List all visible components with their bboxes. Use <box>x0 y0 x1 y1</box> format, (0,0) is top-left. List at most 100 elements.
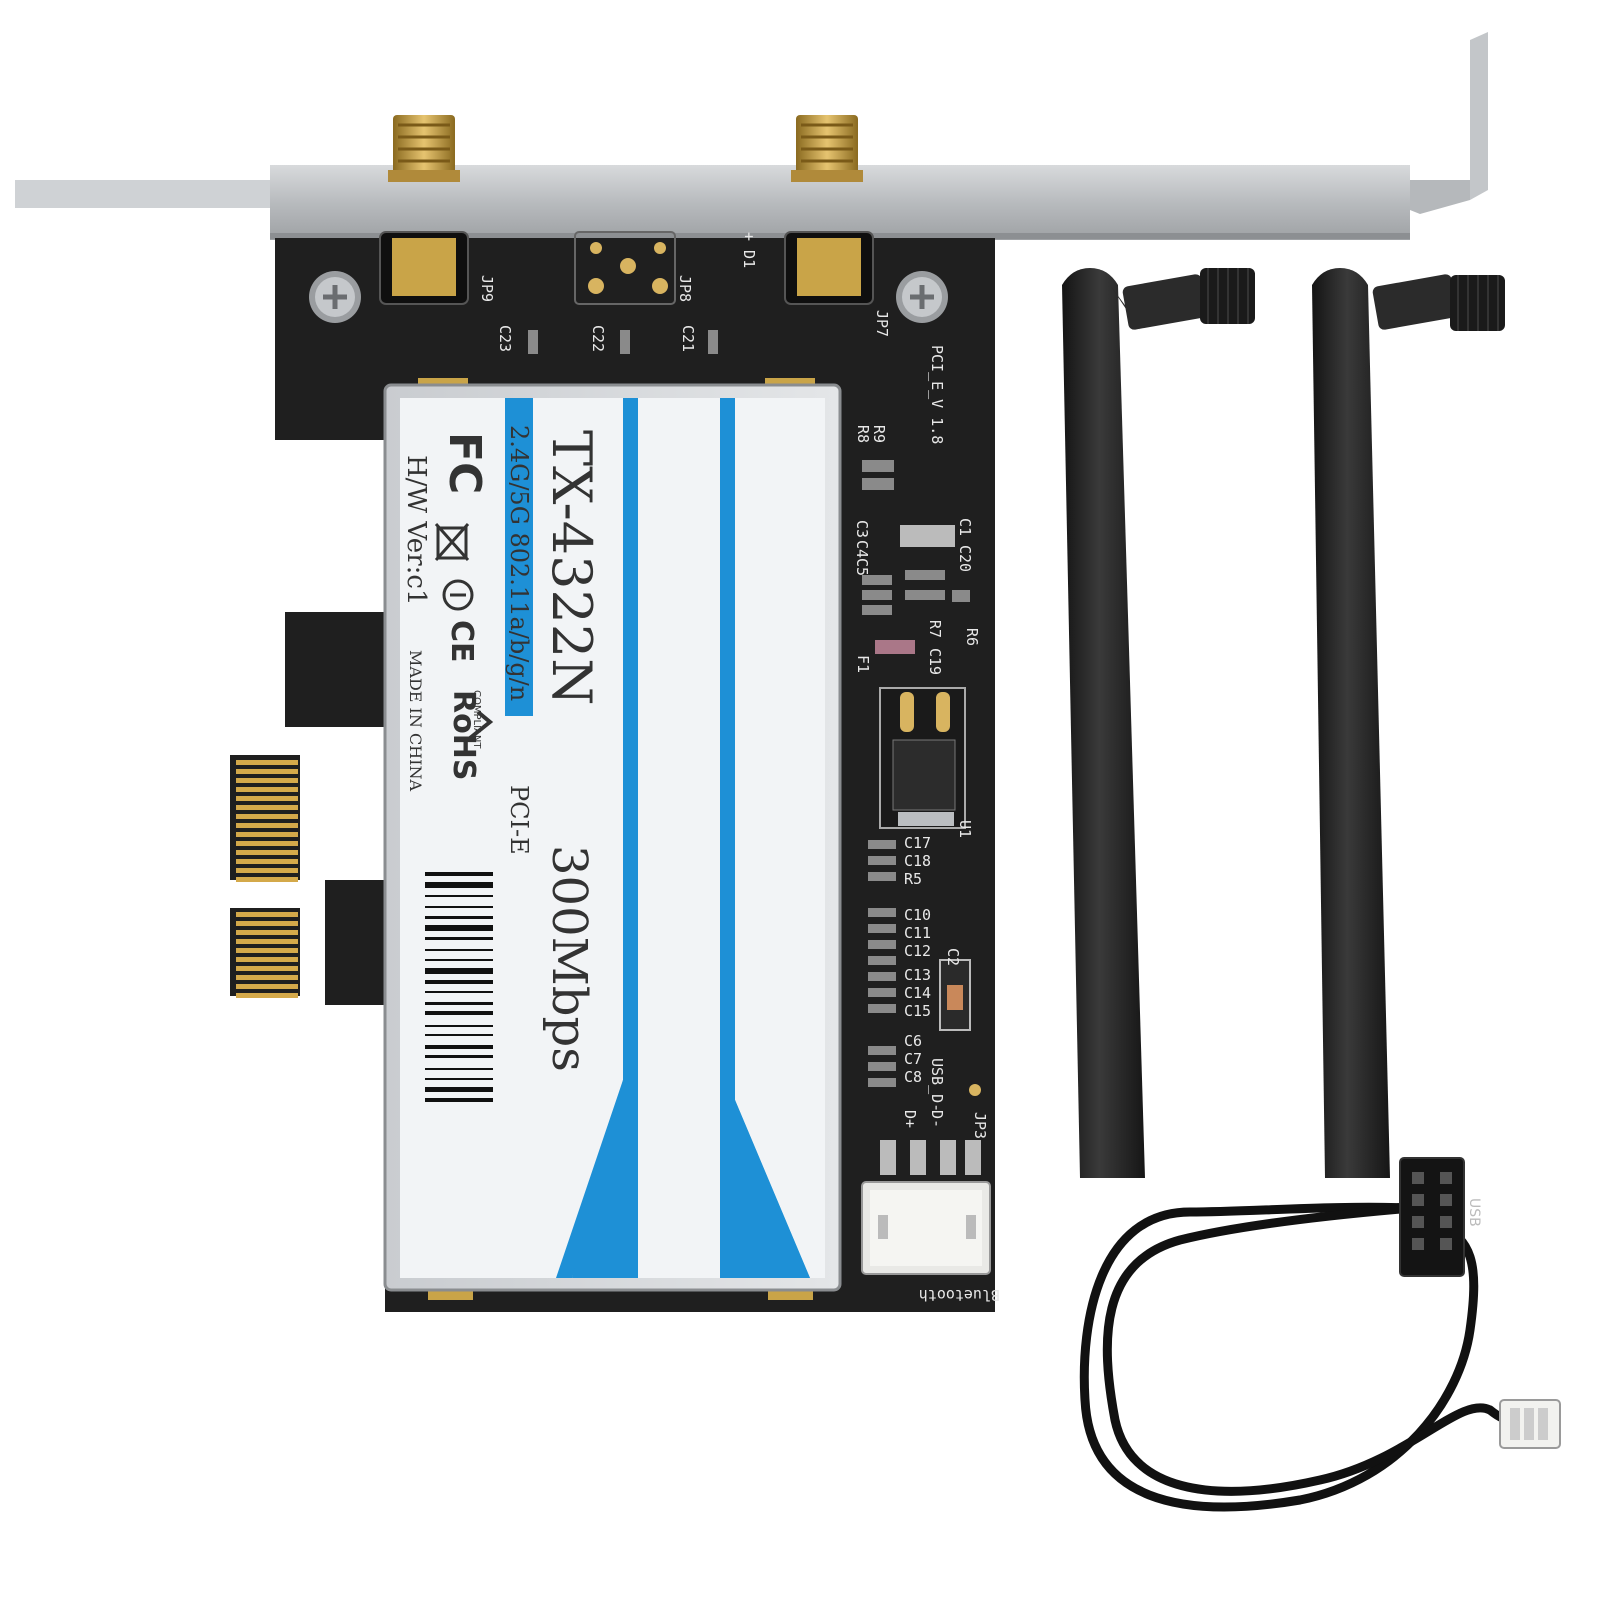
barcode-bar <box>425 1078 493 1080</box>
interface-label: PCI-E <box>505 785 533 855</box>
gold-finger-contact <box>236 805 298 810</box>
screw-right <box>896 271 948 323</box>
gold-finger-contact <box>236 948 298 953</box>
barcode-bar <box>425 1045 493 1049</box>
barcode-bar <box>425 1055 493 1058</box>
antenna-pad-jp8 <box>574 231 676 305</box>
gold-finger-contact <box>236 912 298 917</box>
silk-c21: C21 <box>679 325 697 352</box>
silk-r7: R7 <box>926 620 944 638</box>
barcode-bar <box>425 872 493 876</box>
silk-r5: R5 <box>904 870 922 888</box>
rohs-compliant: COMPLIANT <box>471 690 482 749</box>
barcode-bar <box>425 949 493 951</box>
silk-c23: C23 <box>496 325 514 352</box>
silk-c2: C2 <box>944 948 962 966</box>
smd-components <box>418 330 981 1300</box>
silk-c14: C14 <box>904 984 931 1002</box>
gold-finger-contact <box>236 796 298 801</box>
screw-left <box>309 271 361 323</box>
silk-c12: C12 <box>904 942 931 960</box>
speed-label: 300Mbps <box>541 845 597 1072</box>
barcode-bar <box>425 925 493 931</box>
gold-finger-contact <box>236 975 298 980</box>
gold-finger-contact <box>236 877 298 882</box>
voltage-regulator-u1 <box>879 687 966 829</box>
silk-c5: C5 <box>853 558 871 576</box>
silk-c7: C7 <box>904 1050 922 1068</box>
barcode-bar <box>425 1034 493 1036</box>
silk-r8: R8 <box>854 425 872 443</box>
barcode-bar <box>425 1068 493 1070</box>
barcode-bar <box>425 895 493 897</box>
silk-c6: C6 <box>904 1032 922 1050</box>
weee-bin-icon <box>434 523 470 561</box>
silk-c18: C18 <box>904 852 931 870</box>
barcode-bar <box>425 1011 493 1015</box>
barcode-bar <box>425 1025 493 1027</box>
barcode-bar <box>425 968 493 974</box>
standard-label: 2.4G/5G 802.11a/b/g/n <box>505 425 533 701</box>
silk-u1: U1 <box>956 820 974 838</box>
wireless-module <box>383 383 842 1292</box>
silk-usb-d: USB_D- <box>928 1058 946 1112</box>
barcode-bar <box>425 937 493 940</box>
gold-finger-contact <box>236 984 298 989</box>
silk-c15: C15 <box>904 1002 931 1020</box>
silk-d-plus: D+ <box>901 1110 919 1128</box>
silk-c1: C1 <box>956 518 974 536</box>
silk-d1: + D1 <box>740 232 758 268</box>
barcode-bar <box>425 1002 493 1005</box>
gold-finger-contact <box>236 859 298 864</box>
barcode-bar <box>425 1098 493 1102</box>
silk-f1: F1 <box>854 655 872 673</box>
antenna-pad-jp7 <box>784 231 874 305</box>
silk-jp7: JP7 <box>873 310 891 337</box>
module-label-text: TX-4322N 300Mbps 2.4G/5G 802.11a/b/g/n P… <box>401 425 603 1072</box>
gold-finger-contact <box>236 841 298 846</box>
gold-finger-contact <box>236 966 298 971</box>
usb-header-connector: USB <box>1399 1157 1482 1277</box>
barcode-bar <box>425 991 493 993</box>
gold-finger-contact <box>236 957 298 962</box>
pcb-silkscreen: JP9 JP8 + D1 JP7 C23 C22 C21 PCI_E_V 1.8… <box>478 232 1000 1304</box>
silk-r9: R9 <box>870 425 888 443</box>
barcode-bar <box>425 906 493 908</box>
silk-c4: C4 <box>853 540 871 558</box>
silk-c17: C17 <box>904 834 931 852</box>
gold-finger-contact <box>236 921 298 926</box>
antenna-right <box>1312 268 1505 1178</box>
silk-bluetooth: Bluetooth <box>919 1286 1000 1304</box>
barcode-bar <box>425 1087 493 1092</box>
gold-finger-contact <box>236 868 298 873</box>
antenna-pad-jp9 <box>379 231 469 305</box>
silk-c3: C3 <box>853 520 871 538</box>
silk-c13: C13 <box>904 966 931 984</box>
barcode-bar <box>425 882 493 888</box>
gold-finger-contact <box>236 850 298 855</box>
silk-jp3: JP3 <box>971 1112 989 1139</box>
gold-finger-contact <box>236 787 298 792</box>
silk-jp8: JP8 <box>676 275 694 302</box>
silk-c8: C8 <box>904 1068 922 1086</box>
model-name: TX-4322N <box>540 430 603 705</box>
gold-finger-contact <box>236 939 298 944</box>
barcode-bar <box>425 980 493 984</box>
usb-cable: USB <box>1079 1157 1561 1512</box>
rohs-check-icon <box>468 710 494 740</box>
barcode-bar <box>425 916 493 919</box>
silk-c11: C11 <box>904 924 931 942</box>
sma-connector-right <box>791 115 863 182</box>
fcc-mark: FC <box>439 432 490 494</box>
silk-d-minus: D- <box>928 1110 946 1128</box>
gold-finger-contact <box>236 930 298 935</box>
silk-jp9: JP9 <box>478 275 496 302</box>
ce-mark: CE <box>444 620 479 663</box>
warning-icon <box>442 579 474 611</box>
gold-finger-contact <box>236 769 298 774</box>
made-in-china: MADE IN CHINA <box>406 650 425 791</box>
sma-connector-left <box>388 115 460 182</box>
usb-connector-label: USB <box>1466 1198 1482 1227</box>
hw-version: H/W Ver:c1 <box>401 455 431 606</box>
